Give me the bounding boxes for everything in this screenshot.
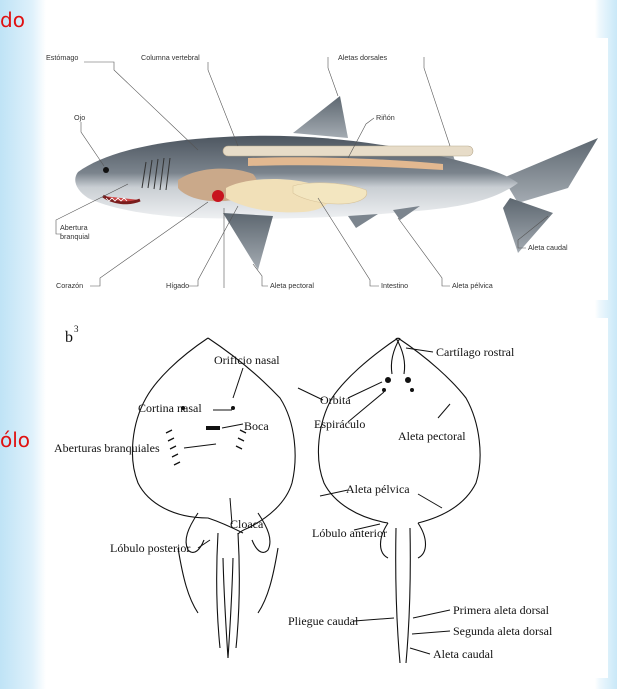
label-branquial: branquial: [60, 232, 90, 241]
label-boca: Boca: [244, 419, 269, 433]
label-intestino: Intestino: [381, 281, 408, 290]
label-aleta-pectoral: Aleta pectoral: [270, 281, 314, 290]
skate-leader-lines: [184, 348, 450, 654]
label-orificio-nasal: Orificio nasal: [214, 353, 280, 367]
shark-anatomy-diagram: Estómago Columna vertebral Aletas dorsal…: [48, 38, 608, 300]
figure-number-sub: 3: [74, 324, 79, 334]
label-cortina-nasal: Cortina nasal: [138, 401, 202, 415]
skate-ventral-view: [132, 338, 295, 658]
label-pliegue-caudal: Pliegue caudal: [288, 614, 359, 628]
figure-number: b: [65, 329, 73, 346]
label-aberturas-branquiales: Aberturas branquiales: [54, 441, 160, 455]
label-aleta-caudal: Aleta caudal: [433, 647, 494, 661]
gill-openings: [166, 430, 246, 465]
skate-illustration: b 3: [48, 318, 608, 678]
label-corazon: Corazón: [56, 281, 83, 290]
label-lobulo-posterior: Lóbulo posterior: [110, 541, 190, 555]
cut-off-text-top: do: [0, 8, 25, 32]
label-aleta-pelvica: Aleta pélvica: [452, 281, 493, 290]
shark-eye: [103, 167, 109, 173]
label-higado: Hígado: [166, 281, 189, 290]
label-cartilago-rostral: Cartílago rostral: [436, 345, 515, 359]
label-aleta-caudal: Aleta caudal: [528, 243, 568, 252]
label-aletas-dorsales: Aletas dorsales: [338, 53, 388, 62]
label-cloaca: Cloaca: [230, 517, 264, 531]
label-aleta-pectoral: Aleta pectoral: [398, 429, 466, 443]
label-rinon: Riñón: [376, 113, 395, 122]
left-decorative-band: [0, 0, 46, 689]
cut-off-text-middle: ólo: [0, 428, 30, 452]
caudal-fin: [503, 138, 598, 203]
label-lobulo-anterior: Lóbulo anterior: [312, 526, 387, 540]
label-primera-aleta-dorsal: Primera aleta dorsal: [453, 603, 550, 617]
label-segunda-aleta-dorsal: Segunda aleta dorsal: [453, 624, 553, 638]
label-aleta-pelvica: Aleta pélvica: [346, 482, 410, 496]
label-ojo: Ojo: [74, 113, 85, 122]
heart: [212, 190, 224, 202]
pectoral-fin: [223, 213, 273, 270]
label-columna-vertebral: Columna vertebral: [141, 53, 200, 62]
label-abertura: Abertura: [60, 223, 88, 232]
shark-illustration: Estómago Columna vertebral Aletas dorsal…: [48, 38, 608, 300]
skate-anatomy-diagram: b 3: [48, 318, 608, 678]
label-orbita: Orbita: [320, 393, 351, 407]
dorsal-fin: [293, 96, 348, 138]
label-espiraculo: Espiráculo: [314, 417, 365, 431]
vertebral-column: [223, 146, 473, 156]
label-estomago: Estómago: [46, 53, 78, 62]
